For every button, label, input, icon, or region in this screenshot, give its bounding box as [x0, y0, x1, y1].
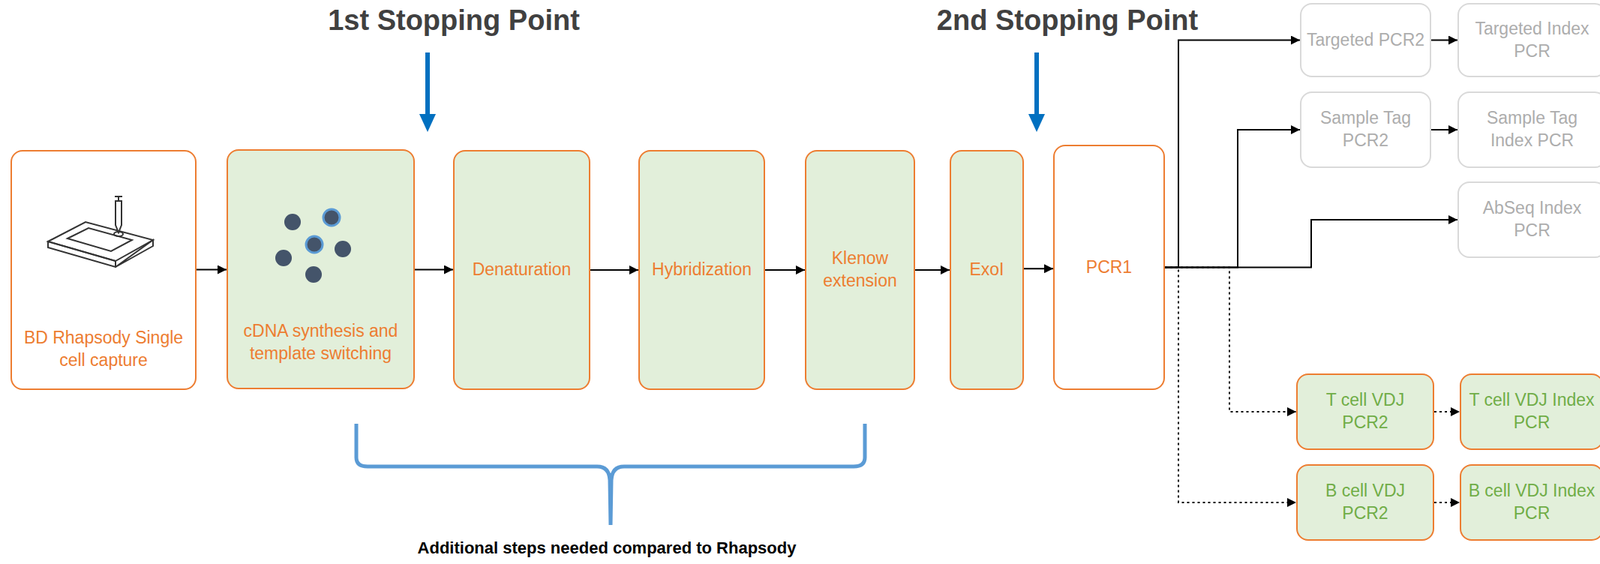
process-box: B cell VDJ PCR2 — [1296, 464, 1435, 541]
box-label: Klenow extension — [806, 247, 914, 293]
process-box: Targeted Index PCR — [1457, 3, 1600, 78]
process-box: BD Rhapsody Single cell capture — [10, 150, 197, 391]
bead-dots — [275, 209, 352, 283]
flow-arrow — [1164, 219, 1458, 268]
flow-arrow — [1431, 39, 1458, 42]
box-label: Sample Tag Index PCR — [1458, 107, 1600, 153]
process-box: cDNA synthesis and template switching — [226, 149, 415, 390]
stopping-point-label: 1st Stopping Point — [327, 4, 580, 37]
process-box: AbSeq Index PCR — [1457, 181, 1600, 259]
box-label: Sample Tag PCR2 — [1301, 107, 1430, 153]
process-box: Targeted PCR2 — [1299, 3, 1432, 78]
box-label: T cell VDJ Index PCR — [1461, 389, 1600, 435]
process-box: ExoI — [949, 150, 1024, 391]
process-box: Sample Tag Index PCR — [1457, 91, 1600, 169]
bracket-note: Additional steps needed compared to Rhap… — [417, 538, 797, 559]
process-box: B cell VDJ Index PCR — [1459, 464, 1600, 541]
flow-arrow — [196, 269, 227, 271]
box-label: BD Rhapsody Single cell capture — [12, 327, 196, 373]
box-label: T cell VDJ PCR2 — [1297, 389, 1433, 435]
flow-arrow — [1164, 129, 1300, 268]
flow-arrow — [915, 269, 950, 271]
box-label: Targeted PCR2 — [1302, 29, 1429, 52]
flow-arrow — [765, 269, 805, 271]
box-label: cDNA synthesis and template switching — [228, 320, 414, 366]
flow-arrow — [1431, 129, 1458, 131]
box-label: B cell VDJ PCR2 — [1297, 480, 1433, 526]
flow-arrow — [1164, 267, 1297, 504]
flow-arrow — [590, 269, 639, 271]
process-box: Denaturation — [453, 150, 591, 391]
flow-arrow — [1434, 501, 1460, 504]
process-box: T cell VDJ PCR2 — [1296, 373, 1435, 451]
box-label: PCR1 — [1081, 256, 1137, 280]
bracket — [356, 423, 865, 526]
cartridge-icon — [48, 196, 154, 268]
box-label: Targeted Index PCR — [1458, 18, 1600, 64]
stop-arrows — [419, 52, 1045, 133]
process-box: PCR1 — [1053, 144, 1165, 391]
process-box: Sample Tag PCR2 — [1299, 91, 1432, 169]
flow-arrow — [1434, 411, 1460, 413]
box-label: AbSeq Index PCR — [1458, 197, 1600, 243]
flow-arrow — [1023, 267, 1054, 270]
flow-arrow — [1164, 267, 1297, 413]
process-box: Hybridization — [638, 150, 766, 391]
process-box: Klenow extension — [804, 150, 916, 391]
flow-arrow — [1164, 40, 1300, 268]
box-label: Denaturation — [468, 258, 577, 282]
box-label: ExoI — [964, 258, 1009, 282]
box-label: B cell VDJ Index PCR — [1461, 480, 1600, 526]
box-label: Hybridization — [647, 258, 757, 282]
flow-arrow — [414, 269, 454, 271]
stopping-point-label: 2nd Stopping Point — [936, 4, 1198, 37]
process-box: T cell VDJ Index PCR — [1459, 373, 1600, 451]
